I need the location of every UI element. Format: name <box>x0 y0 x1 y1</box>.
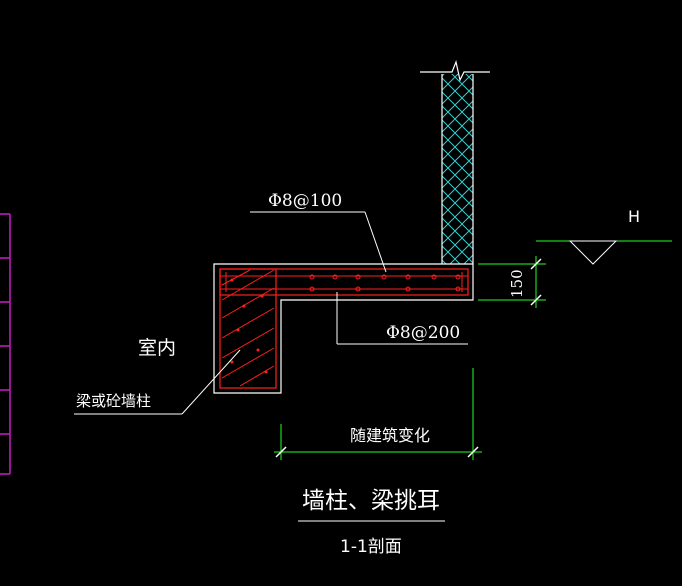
level-symbol <box>536 240 672 265</box>
masonry-wall <box>441 74 474 264</box>
indoor-label: 室内 <box>138 337 176 359</box>
height-dim-label: 150 <box>508 269 526 298</box>
break-line <box>420 59 490 82</box>
height-dimension <box>478 256 546 308</box>
drawing-subtitle: 1-1剖面 <box>340 537 402 557</box>
support-label: 梁或砼墙柱 <box>76 392 151 410</box>
concrete-outline <box>213 263 474 394</box>
width-dim-label: 随建筑变化 <box>350 426 430 445</box>
rebar-dots <box>309 274 461 292</box>
side-panel <box>0 213 11 475</box>
ledge-reinforcement-zone <box>219 268 469 296</box>
top-rebar-leader <box>250 211 387 273</box>
bottom-rebar-leader <box>336 292 468 345</box>
support-concrete-section <box>219 268 277 389</box>
width-dimension <box>274 368 482 460</box>
support-leader <box>74 349 241 415</box>
bottom-rebar-label: Φ8@200 <box>386 323 460 343</box>
top-rebar-label: Φ8@100 <box>268 191 342 211</box>
level-mark: H <box>628 207 640 226</box>
drawing-title: 墙柱、梁挑耳 <box>302 488 440 514</box>
